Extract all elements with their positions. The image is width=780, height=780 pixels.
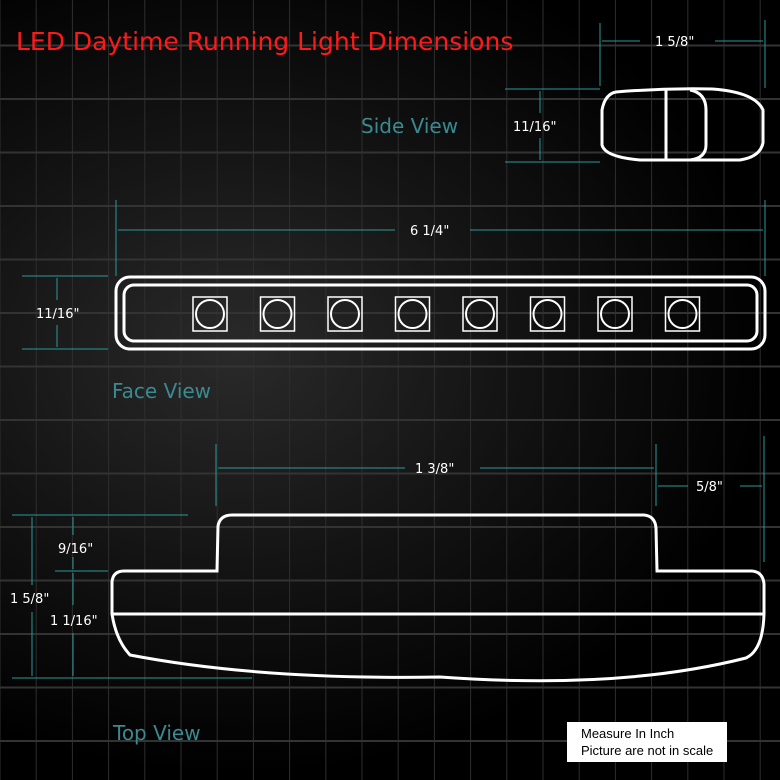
note-line-1: Measure In Inch bbox=[581, 726, 675, 741]
side-height-label: 11/16" bbox=[513, 120, 556, 135]
scale-note: Measure In Inch Picture are not in scale bbox=[567, 722, 727, 762]
face-view: 6 1/4" 11/16" Face View bbox=[22, 200, 767, 403]
led bbox=[664, 296, 701, 332]
led-row bbox=[192, 296, 701, 332]
grid-horizontal bbox=[0, 44, 780, 742]
side-view-label: Side View bbox=[361, 114, 458, 138]
top-lower-label: 1 1/16" bbox=[50, 614, 98, 629]
led bbox=[192, 296, 228, 332]
face-height-label: 11/16" bbox=[36, 307, 79, 322]
side-view-outline bbox=[600, 87, 765, 162]
grid-vertical bbox=[0, 0, 761, 780]
top-view-outline bbox=[110, 513, 766, 683]
side-view: 1 5/8" 11/16" Side View bbox=[361, 20, 766, 163]
top-total-label: 1 5/8" bbox=[10, 592, 49, 607]
note-line-2: Picture are not in scale bbox=[581, 743, 714, 758]
led bbox=[462, 296, 498, 332]
top-side-label: 5/8" bbox=[696, 480, 723, 495]
side-width-label: 1 5/8" bbox=[655, 35, 694, 50]
top-center-width-label: 1 3/8" bbox=[415, 462, 454, 477]
led bbox=[259, 296, 296, 332]
face-view-label: Face View bbox=[112, 379, 211, 403]
face-length-label: 6 1/4" bbox=[410, 224, 449, 239]
face-inner-outline bbox=[122, 283, 759, 343]
led bbox=[597, 296, 633, 332]
led bbox=[529, 296, 566, 332]
top-step-label: 9/16" bbox=[58, 542, 93, 557]
top-view: 1 3/8" 5/8" 9/16" 1 5/8" 1 1/16" Top Vie… bbox=[10, 436, 766, 745]
led bbox=[327, 296, 363, 332]
face-outer-outline bbox=[114, 275, 767, 351]
led bbox=[394, 296, 431, 332]
top-view-label: Top View bbox=[112, 721, 201, 745]
diagram-title: LED Daytime Running Light Dimensions bbox=[16, 27, 513, 56]
